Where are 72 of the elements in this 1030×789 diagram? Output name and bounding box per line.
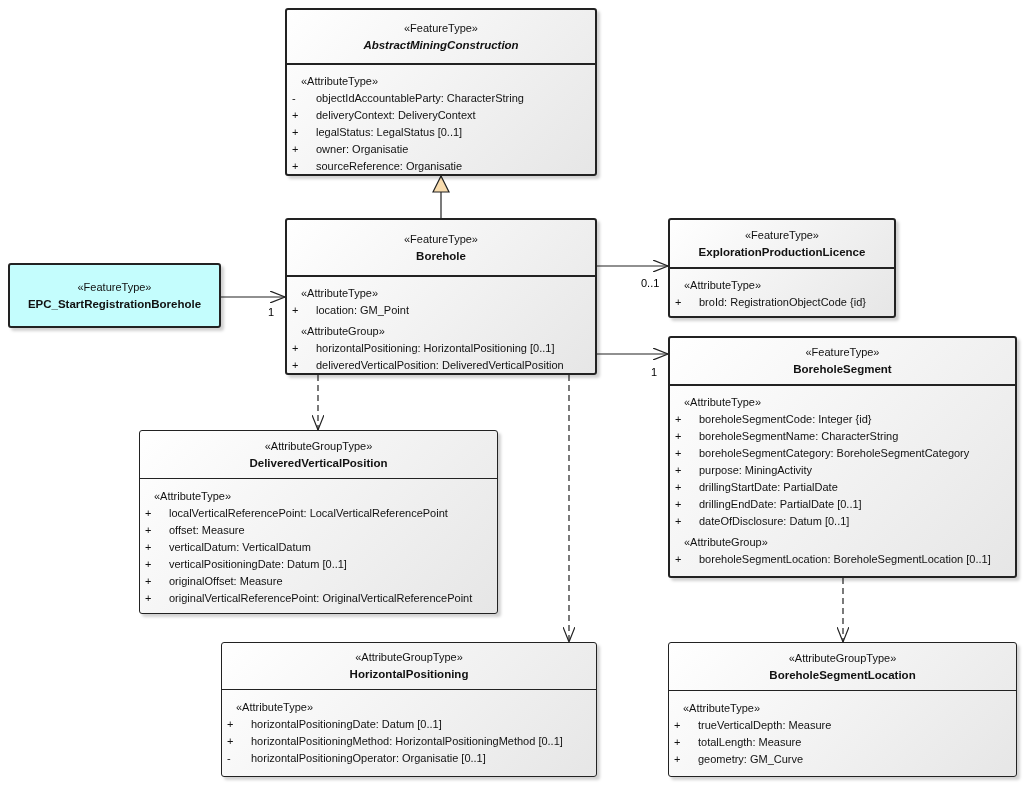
class-name: EPC_StartRegistrationBorehole <box>27 296 202 312</box>
section-stereotype: «AttributeType» <box>683 395 763 410</box>
stereotype-label: «FeatureType» <box>805 345 880 360</box>
attribute-row-text: + broId: RegistrationObjectCode {id} <box>674 295 867 310</box>
attribute-row-text: + legalStatus: LegalStatus [0..1] <box>291 125 464 140</box>
attribute-row-text: + horizontalPositioning: HorizontalPositioning [0..1] <box>291 341 556 356</box>
attribute-row-text: + drillingEndDate: PartialDate [0..1] <box>674 497 863 512</box>
multiplicity-label: 1 <box>268 306 275 319</box>
attribute-row-text: + location: GM_Point <box>291 303 410 318</box>
attribute-row-text: + originalVerticalReferencePoint: OriginalVerticalReferencePoint <box>144 591 474 606</box>
class-box <box>285 8 597 176</box>
section-stereotype: «AttributeType» <box>300 74 380 89</box>
attribute-row-text: + sourceReference: Organisatie <box>291 159 464 174</box>
attribute-row-text: + owner: Organisatie <box>291 142 410 157</box>
multiplicity-label: 1 <box>651 366 658 379</box>
section-stereotype: «AttributeType» <box>683 278 763 293</box>
class-name: BoreholeSegment <box>793 362 892 377</box>
attribute-row-text: + purpose: MiningActivity <box>674 463 814 478</box>
attribute-row-text: + verticalPositioningDate: Datum [0..1] <box>144 557 348 572</box>
attribute-row-text: + boreholeSegmentCode: Integer {id} <box>674 412 873 427</box>
class-name: AbstractMiningConstruction <box>363 37 519 53</box>
stereotype-label: «AttributeGroupType» <box>355 650 463 665</box>
attribute-row-text: + dateOfDisclosure: Datum [0..1] <box>674 514 851 529</box>
class-box <box>668 642 1017 777</box>
section-stereotype: «AttributeType» <box>682 701 762 716</box>
attribute-row-text: + totalLength: Measure <box>673 735 803 750</box>
class-name: ExplorationProductionLicence <box>698 244 866 260</box>
class-name: BoreholeSegmentLocation <box>769 667 916 683</box>
multiplicity-label: 0..1 <box>641 277 660 290</box>
stereotype-label: «AttributeGroupType» <box>264 438 373 454</box>
class-box <box>285 218 597 375</box>
attribute-row-text: - horizontalPositioningOperator: Organisatie [0..1] <box>226 751 487 766</box>
attribute-row-text: + deliveryContext: DeliveryContext <box>291 108 477 123</box>
association-arrow <box>220 290 286 304</box>
attribute-row-text: - objectIdAccountableParty: CharacterString <box>291 91 525 106</box>
attribute-row-text: + boreholeSegmentName: CharacterString <box>674 429 900 444</box>
dependency-arrow <box>836 577 850 643</box>
attribute-row-text: + deliveredVerticalPosition: DeliveredVerticalPosition <box>291 358 565 373</box>
section-stereotype: «AttributeType» <box>153 489 233 504</box>
class-box <box>221 642 597 777</box>
section-stereotype: «AttributeType» <box>300 286 380 301</box>
association-arrow <box>596 347 669 361</box>
dependency-arrow <box>311 374 325 431</box>
class-box <box>668 218 896 318</box>
attribute-row-text: + trueVerticalDepth: Measure <box>673 718 833 733</box>
class-name: DeliveredVerticalPosition <box>249 455 388 471</box>
class-box <box>8 263 221 328</box>
attribute-row-text: + horizontalPositioningMethod: HorizontalPositioningMethod [0..1] <box>226 734 564 749</box>
generalization-arrow <box>432 175 450 219</box>
attribute-row-text: + verticalDatum: VerticalDatum <box>144 540 312 555</box>
attribute-row-text: + offset: Measure <box>144 523 246 538</box>
stereotype-label: «FeatureType» <box>77 279 152 295</box>
class-box <box>668 336 1017 578</box>
attribute-row-text: + horizontalPositioningDate: Datum [0..1] <box>226 717 443 732</box>
stereotype-label: «AttributeGroupType» <box>788 650 897 666</box>
attribute-row-text: + drillingStartDate: PartialDate <box>674 480 839 495</box>
association-arrow <box>596 259 669 273</box>
class-name: HorizontalPositioning <box>349 667 469 682</box>
section-stereotype: «AttributeType» <box>235 700 315 715</box>
stereotype-label: «FeatureType» <box>404 20 478 36</box>
attribute-row-text: + localVerticalReferencePoint: LocalVerticalReferencePoint <box>144 506 449 521</box>
class-box <box>139 430 498 614</box>
section-stereotype: «AttributeGroup» <box>683 535 769 550</box>
attribute-row-text: + originalOffset: Measure <box>144 574 284 589</box>
dependency-arrow <box>562 374 576 643</box>
attribute-row-text: + boreholeSegmentCategory: BoreholeSegmentCategory <box>674 446 971 461</box>
section-stereotype: «AttributeGroup» <box>300 324 386 339</box>
attribute-row-text: + geometry: GM_Curve <box>673 752 805 767</box>
stereotype-label: «FeatureType» <box>404 231 478 247</box>
class-name: Borehole <box>416 248 466 264</box>
attribute-row-text: + boreholeSegmentLocation: BoreholeSegmentLocation [0..1] <box>674 552 992 567</box>
stereotype-label: «FeatureType» <box>745 227 819 243</box>
